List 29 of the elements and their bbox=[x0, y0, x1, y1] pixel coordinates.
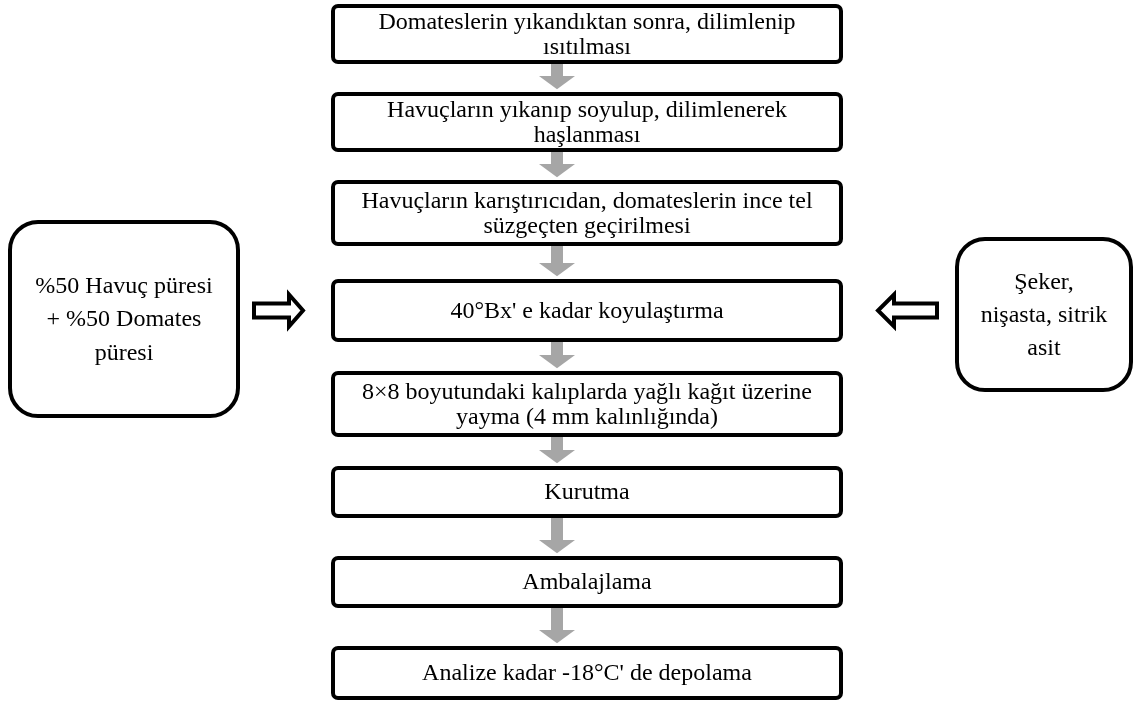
box-text: Kurutma bbox=[544, 479, 630, 505]
process-box bbox=[331, 92, 843, 152]
process-box bbox=[331, 180, 843, 246]
arrow bbox=[539, 518, 575, 554]
box-text: 8×8 boyutundaki kalıplarda yağlı kağıt üzerine yayma (4 mm kalınlığında) bbox=[360, 378, 814, 430]
process-box bbox=[331, 371, 843, 437]
box-text: Havuçların karıştırıcıdan, domateslerin ince tel süzgeçten geçirilmesi bbox=[360, 187, 814, 239]
process-box bbox=[331, 4, 843, 64]
block-arrow bbox=[252, 289, 306, 332]
box-text: Domateslerin yıkandıktan sonra, dilimlenip ısıtılması bbox=[377, 8, 797, 60]
box-text: Havuçların yıkanıp soyulup, dilimlenerek haşlanması bbox=[386, 96, 788, 148]
box-text: 40°Bx' e kadar koyulaştırma bbox=[450, 297, 724, 324]
process-box bbox=[331, 646, 843, 700]
arrow bbox=[539, 64, 575, 90]
process-box bbox=[331, 466, 843, 518]
box-text: Analize kadar -18°C' de depolama bbox=[422, 660, 752, 686]
arrow bbox=[539, 608, 575, 644]
input-box bbox=[8, 220, 240, 418]
box-text: %50 Havuç püresi + %50 Domates püresi bbox=[34, 271, 214, 367]
process-box bbox=[331, 556, 843, 608]
arrow bbox=[539, 152, 575, 178]
box-text: Ambalajlama bbox=[522, 569, 652, 595]
process-box bbox=[331, 279, 843, 342]
block-arrow bbox=[875, 289, 939, 332]
arrow bbox=[539, 342, 575, 369]
input-box bbox=[955, 237, 1133, 392]
arrow bbox=[539, 246, 575, 277]
arrow bbox=[539, 437, 575, 464]
box-text: Şeker, nişasta, sitrik asit bbox=[979, 266, 1109, 363]
